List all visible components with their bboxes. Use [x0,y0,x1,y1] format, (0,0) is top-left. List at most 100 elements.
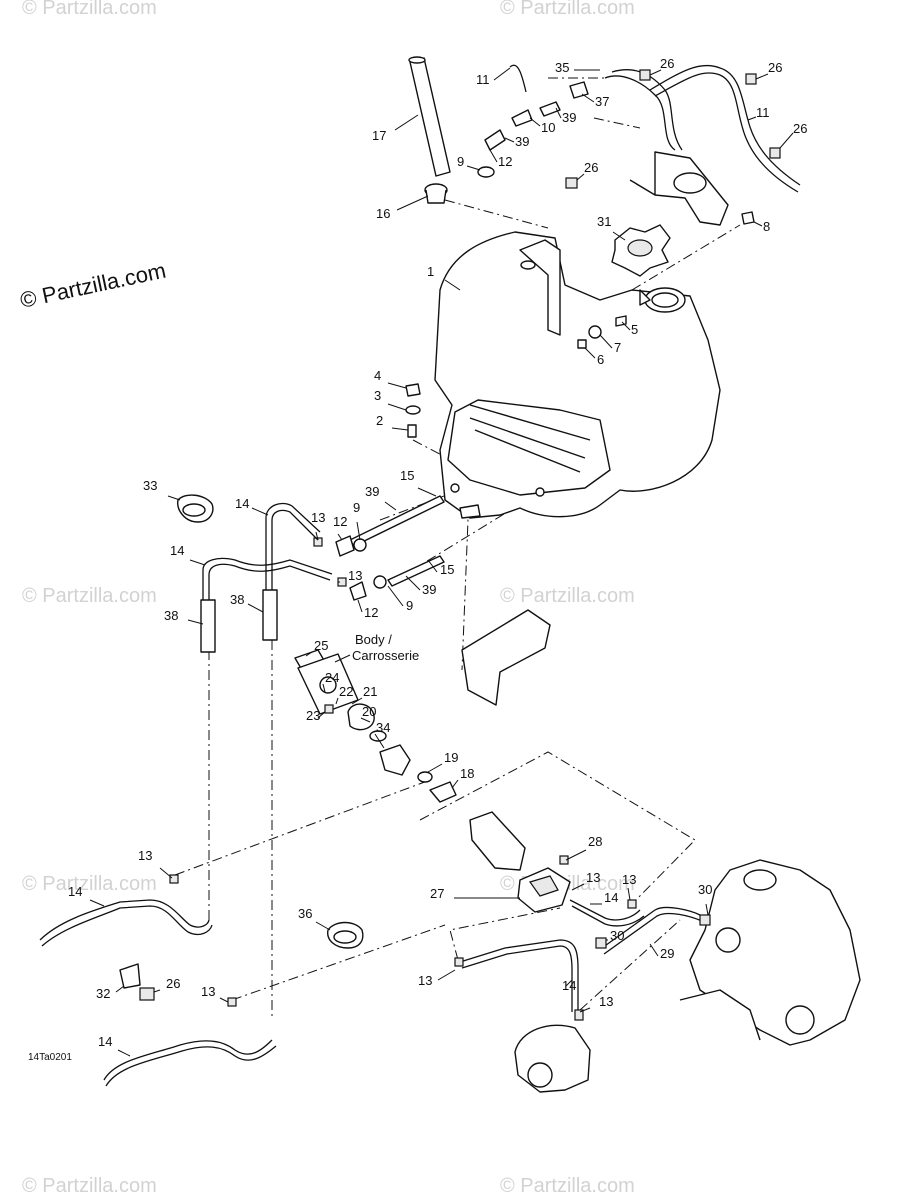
callout-c13e: 13 [418,969,456,988]
callout-number: 7 [614,340,621,355]
callout-number: 13 [418,973,432,988]
callout-number: 12 [364,605,378,620]
callout-number: 30 [698,882,712,897]
callout-leader-line [219,997,229,1003]
callout-c33: 33 [143,478,181,501]
clip-32 [119,963,141,989]
callout-number: 13 [311,510,325,525]
callout-leader-line [627,887,631,901]
fuel-pump-bracket [469,811,526,871]
callout-leader-line [322,683,326,693]
callout-c13f: 13 [579,994,613,1013]
callout-number: 27 [430,886,444,901]
callout-leader-line [747,116,757,121]
callout-c14f: 14 [98,1034,131,1057]
callout-number: 9 [353,500,360,515]
callout-leader-line [396,195,429,211]
callout-c26b: 26 [755,60,782,80]
callout-number: 38 [164,608,178,623]
watermark-text: © Partzilla.com [22,585,157,607]
callout-leader-line [391,427,409,431]
callout-leader-line [387,382,407,389]
callout-c24: 24 [322,670,339,693]
callout-leader-line [621,321,631,331]
callout-leader-line [444,279,461,291]
callout-number: 26 [660,56,674,71]
callout-number: 6 [597,352,604,367]
callout-number: 4 [374,368,381,383]
callout-c18: 18 [451,766,474,789]
callout-leader-line [612,231,626,241]
callout-number: 23 [306,708,320,723]
callout-c26c: 26 [779,121,807,149]
callout-leader-line [167,495,181,501]
callout-number: 21 [363,684,377,699]
callout-leader-line [755,73,769,80]
callout-number: 18 [460,766,474,781]
callout-c26e: 26 [153,976,180,993]
watermark-text: © Partzilla.com [500,0,635,19]
callout-number: 14 [68,884,82,899]
callout-leader-line [451,779,459,789]
callout-c36: 36 [298,906,331,931]
callout-number: 13 [599,994,613,1009]
callout-number: 9 [406,598,413,613]
callout-leader-line [417,487,437,497]
tank-hardware [405,211,755,438]
callout-c23: 23 [306,708,326,723]
callout-number: 30 [610,928,624,943]
callout-c30b: 30 [606,928,624,943]
callout-leader-line [159,867,173,879]
callout-leader-line [753,221,763,227]
callout-leader-line [387,585,404,607]
callout-c3: 3 [374,388,407,411]
callout-number: 39 [365,484,379,499]
watermark-text: © Partzilla.com [22,0,157,19]
callout-number: 14 [604,890,618,905]
callout-number: 29 [660,946,674,961]
callout-number: 3 [374,388,381,403]
callout-number: 39 [422,582,436,597]
fuel-lines-upper [313,495,445,601]
callout-c9c: 9 [387,585,413,613]
callout-leader-line [351,697,363,705]
callout-c12b: 12 [333,514,347,541]
callout-c28: 28 [565,834,602,861]
carburetor [514,1009,591,1093]
callout-leader-line [571,883,585,891]
callout-c5: 5 [621,321,638,337]
assembly-lines [174,77,741,1020]
callout-leader-line [405,575,421,591]
callout-c13c: 13 [571,870,600,891]
watermark-text: © Partzilla.com [500,585,635,607]
callout-c13d: 13 [622,872,636,901]
fuel-valve-assembly [294,649,457,803]
body-label-line1: Body / [355,632,392,647]
callout-c11a: 11 [476,67,511,87]
callout-c11b: 11 [747,105,770,121]
watermark-text: © Partzilla.com [22,873,157,895]
callout-number: 39 [562,110,576,125]
callout-number: 10 [541,120,555,135]
copyright-text: © Partzilla.com [18,258,168,313]
watermark-text: © Partzilla.com [22,1175,157,1197]
callout-c25: 25 [305,638,328,657]
callout-leader-line [555,107,562,119]
callout-c34: 34 [374,720,390,749]
callout-c13h: 13 [201,984,229,1003]
callout-number: 15 [440,562,454,577]
callout-leader-line [247,603,264,613]
clamp-36 [327,921,364,949]
callout-number: 13 [586,870,600,885]
callout-leader-line [251,507,269,516]
callout-number: 28 [588,834,602,849]
callout-leader-line [581,93,595,103]
callout-leader-line [779,132,794,149]
callout-leader-line [117,1049,131,1057]
callout-c14a: 14 [235,496,269,516]
callout-leader-line [565,979,573,987]
callout-c13a: 13 [311,510,325,541]
callout-c4: 4 [374,368,407,389]
callout-leader-line [394,114,419,131]
